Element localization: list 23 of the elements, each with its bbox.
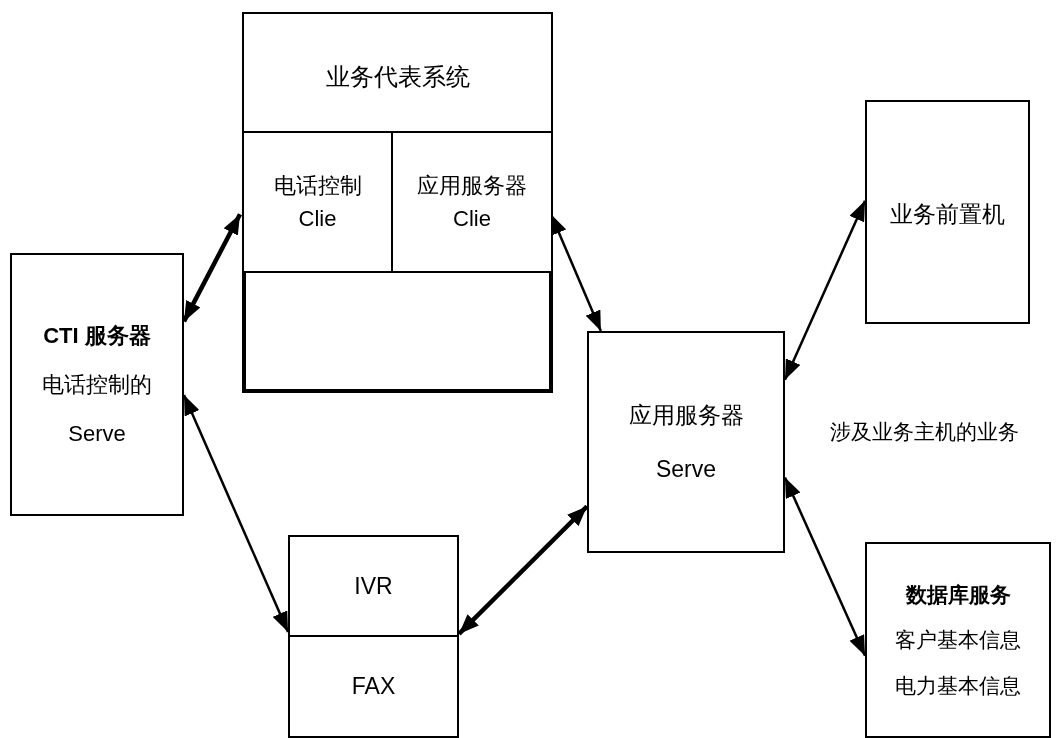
fax-box — [288, 635, 459, 738]
box-label: Serve — [655, 455, 717, 484]
ivr-box — [288, 535, 459, 637]
box-label: 电话控制的 — [42, 371, 152, 399]
box-label: FAX — [351, 672, 396, 702]
box-label: CTI 服务器 — [43, 322, 151, 350]
box-label: 应用服务器 — [628, 400, 744, 430]
system-box — [242, 12, 553, 393]
box-label: 应用服务器 Clie — [417, 172, 527, 233]
database-box — [865, 542, 1051, 738]
box-label: IVR — [354, 571, 393, 601]
box-label: 业务前置机 — [890, 200, 1005, 229]
box-label: 电话控制 Clie — [272, 172, 363, 233]
box-label: 业务代表系统 — [325, 61, 470, 92]
note-text: 涉及业务主机的业务 — [830, 419, 1019, 445]
server-box — [10, 253, 184, 516]
os-band — [244, 271, 551, 391]
host-box — [865, 100, 1030, 324]
box-label: 电力基本信息 — [895, 672, 1021, 699]
box-label: 数据库服务 — [905, 581, 1011, 608]
box-label: 客户基本信息 — [895, 627, 1021, 654]
server-box — [587, 331, 785, 553]
box-label: Serve — [68, 420, 126, 448]
